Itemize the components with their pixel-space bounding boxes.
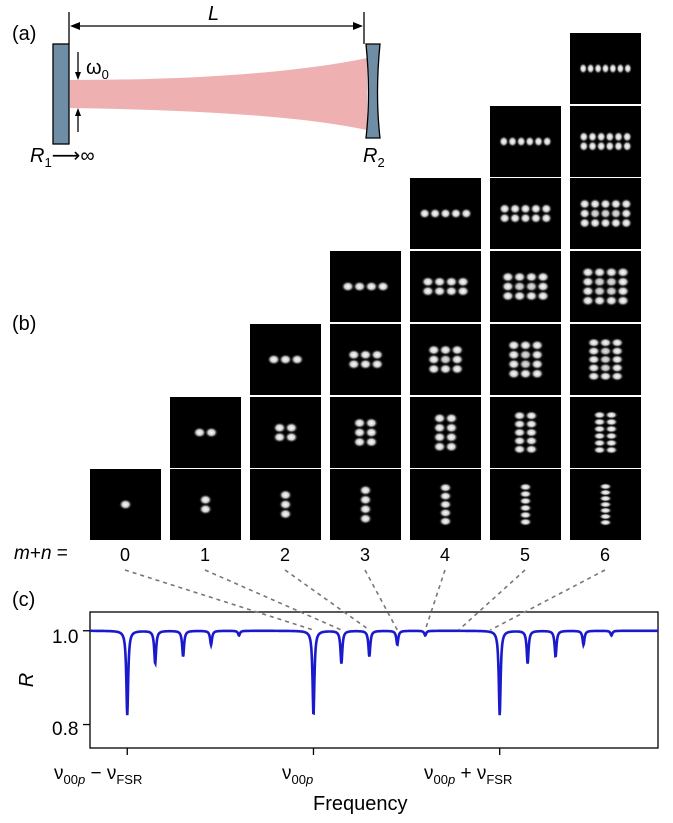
reflectance-curve <box>89 629 658 716</box>
waist-arrowhead-bottom <box>75 108 81 116</box>
cavity-length-label: L <box>208 3 220 25</box>
hg-mode-2-3 <box>490 251 561 322</box>
hg-mode-5-1 <box>570 397 641 468</box>
ytick-0-8: 0.8 <box>52 719 79 740</box>
order-label-1: 1 <box>199 545 210 565</box>
hg-mode-0-4 <box>410 178 481 249</box>
cavity-schematic <box>52 12 381 145</box>
hg-mode-0-0 <box>90 469 161 540</box>
xtick-mid: ν00p <box>282 763 314 787</box>
hg-mode-4-2 <box>570 324 641 395</box>
hg-mode-1-0 <box>170 469 241 540</box>
hg-mode-0-6 <box>570 33 641 104</box>
order-connector-lines <box>124 569 606 631</box>
hg-mode-2-1 <box>330 397 401 468</box>
hg-mode-4-1 <box>490 397 561 468</box>
hg-mode-1-4 <box>490 178 561 249</box>
curved-mirror-r2 <box>365 43 381 139</box>
length-arrowhead-left <box>70 22 80 30</box>
r1-label: R1⟶∞ <box>30 145 95 170</box>
order-label-6: 6 <box>599 545 610 565</box>
hg-mode-0-5 <box>490 106 561 177</box>
panel-b-label: (b) <box>12 313 37 335</box>
hg-mode-0-1 <box>170 397 241 468</box>
panel-a-label: (a) <box>12 23 37 45</box>
hg-mode-1-2 <box>330 324 401 395</box>
waist-label: ω0 <box>86 57 109 82</box>
connector-line-4 <box>424 569 446 631</box>
order-label-4: 4 <box>439 545 450 565</box>
hg-mode-3-0 <box>330 469 401 540</box>
order-label-3: 3 <box>359 545 370 565</box>
connector-line-3 <box>364 569 398 631</box>
connector-line-1 <box>204 569 342 631</box>
plot-ticks <box>83 630 501 755</box>
hg-mode-5-0 <box>490 469 561 540</box>
hg-mode-2-4 <box>570 178 641 249</box>
hg-mode-4-0 <box>410 469 481 540</box>
hg-mode-0-2 <box>250 324 321 395</box>
mn-label: m+n = <box>14 543 68 564</box>
hg-mode-1-3 <box>410 251 481 322</box>
length-arrowhead-right <box>353 22 363 30</box>
y-axis-label: R <box>16 672 39 688</box>
x-axis-label: Frequency <box>313 793 408 815</box>
hg-mode-2-2 <box>410 324 481 395</box>
order-label-2: 2 <box>279 545 290 565</box>
order-label-0: 0 <box>119 545 130 565</box>
order-label-5: 5 <box>519 545 530 565</box>
connector-line-5 <box>458 569 526 631</box>
hg-mode-0-3 <box>330 251 401 322</box>
connector-line-0 <box>124 569 314 631</box>
plot-frame <box>89 611 659 749</box>
gaussian-beam <box>70 58 367 130</box>
hg-mode-2-0 <box>250 469 321 540</box>
xtick-left: ν00p − νFSR <box>54 763 143 787</box>
hg-mode-1-5 <box>570 106 641 177</box>
panel-c-label: (c) <box>12 589 36 611</box>
hg-mode-3-3 <box>570 251 641 322</box>
connector-line-6 <box>490 569 606 631</box>
waist-arrowhead-top <box>75 72 81 80</box>
flat-mirror-r1 <box>52 43 70 145</box>
xtick-right: ν00p + νFSR <box>424 763 513 787</box>
hg-mode-3-1 <box>410 397 481 468</box>
hg-mode-3-2 <box>490 324 561 395</box>
connector-line-2 <box>284 569 370 631</box>
ytick-1: 1.0 <box>52 627 79 648</box>
reflectance-plot <box>83 611 659 755</box>
hg-mode-1-1 <box>250 397 321 468</box>
r2-label: R2 <box>363 145 385 170</box>
hg-mode-6-0 <box>570 469 641 540</box>
